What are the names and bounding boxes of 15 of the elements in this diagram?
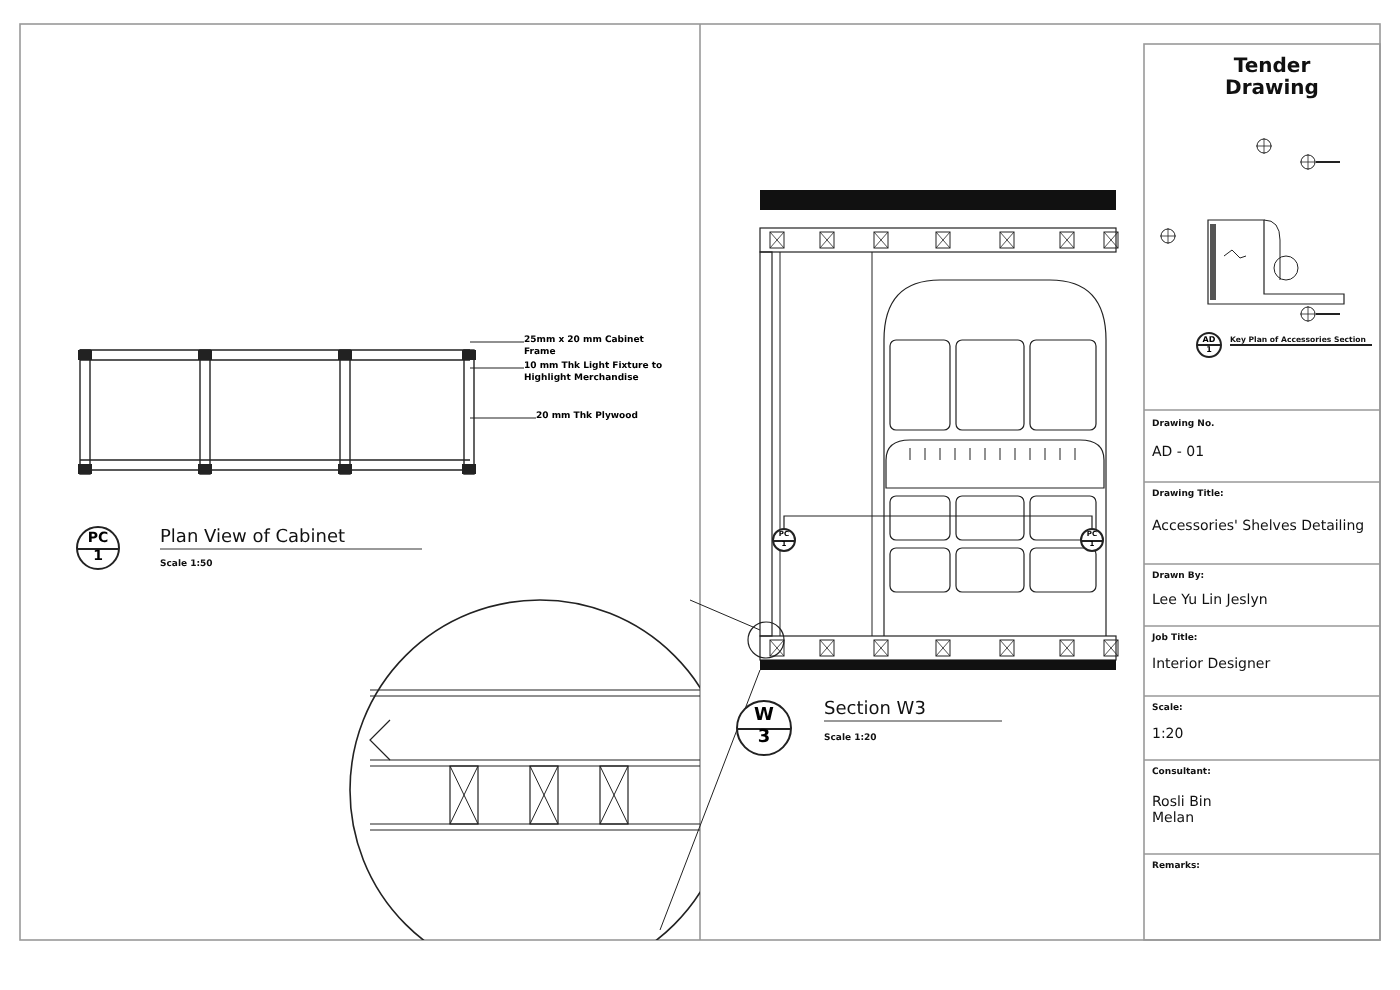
section-marker bbox=[772, 528, 796, 552]
section-cut-line bbox=[469, 417, 537, 419]
marker-code: W bbox=[738, 708, 790, 729]
section-cut-line bbox=[469, 341, 525, 343]
drawing-title: Plan View of Cabinet bbox=[160, 528, 422, 550]
section-marker bbox=[736, 700, 792, 756]
section-heading: Tender Drawing bbox=[1223, 56, 1321, 100]
section-cut-line bbox=[783, 515, 1093, 529]
section-marker bbox=[1080, 528, 1104, 552]
section-marker bbox=[1196, 332, 1222, 358]
marker-number: 3 bbox=[757, 729, 771, 748]
section-marker bbox=[76, 526, 120, 570]
section-cut-line bbox=[469, 367, 525, 369]
drawing-title: Section W3 bbox=[824, 700, 1002, 722]
cabinet-plan-drawing bbox=[76, 348, 476, 476]
